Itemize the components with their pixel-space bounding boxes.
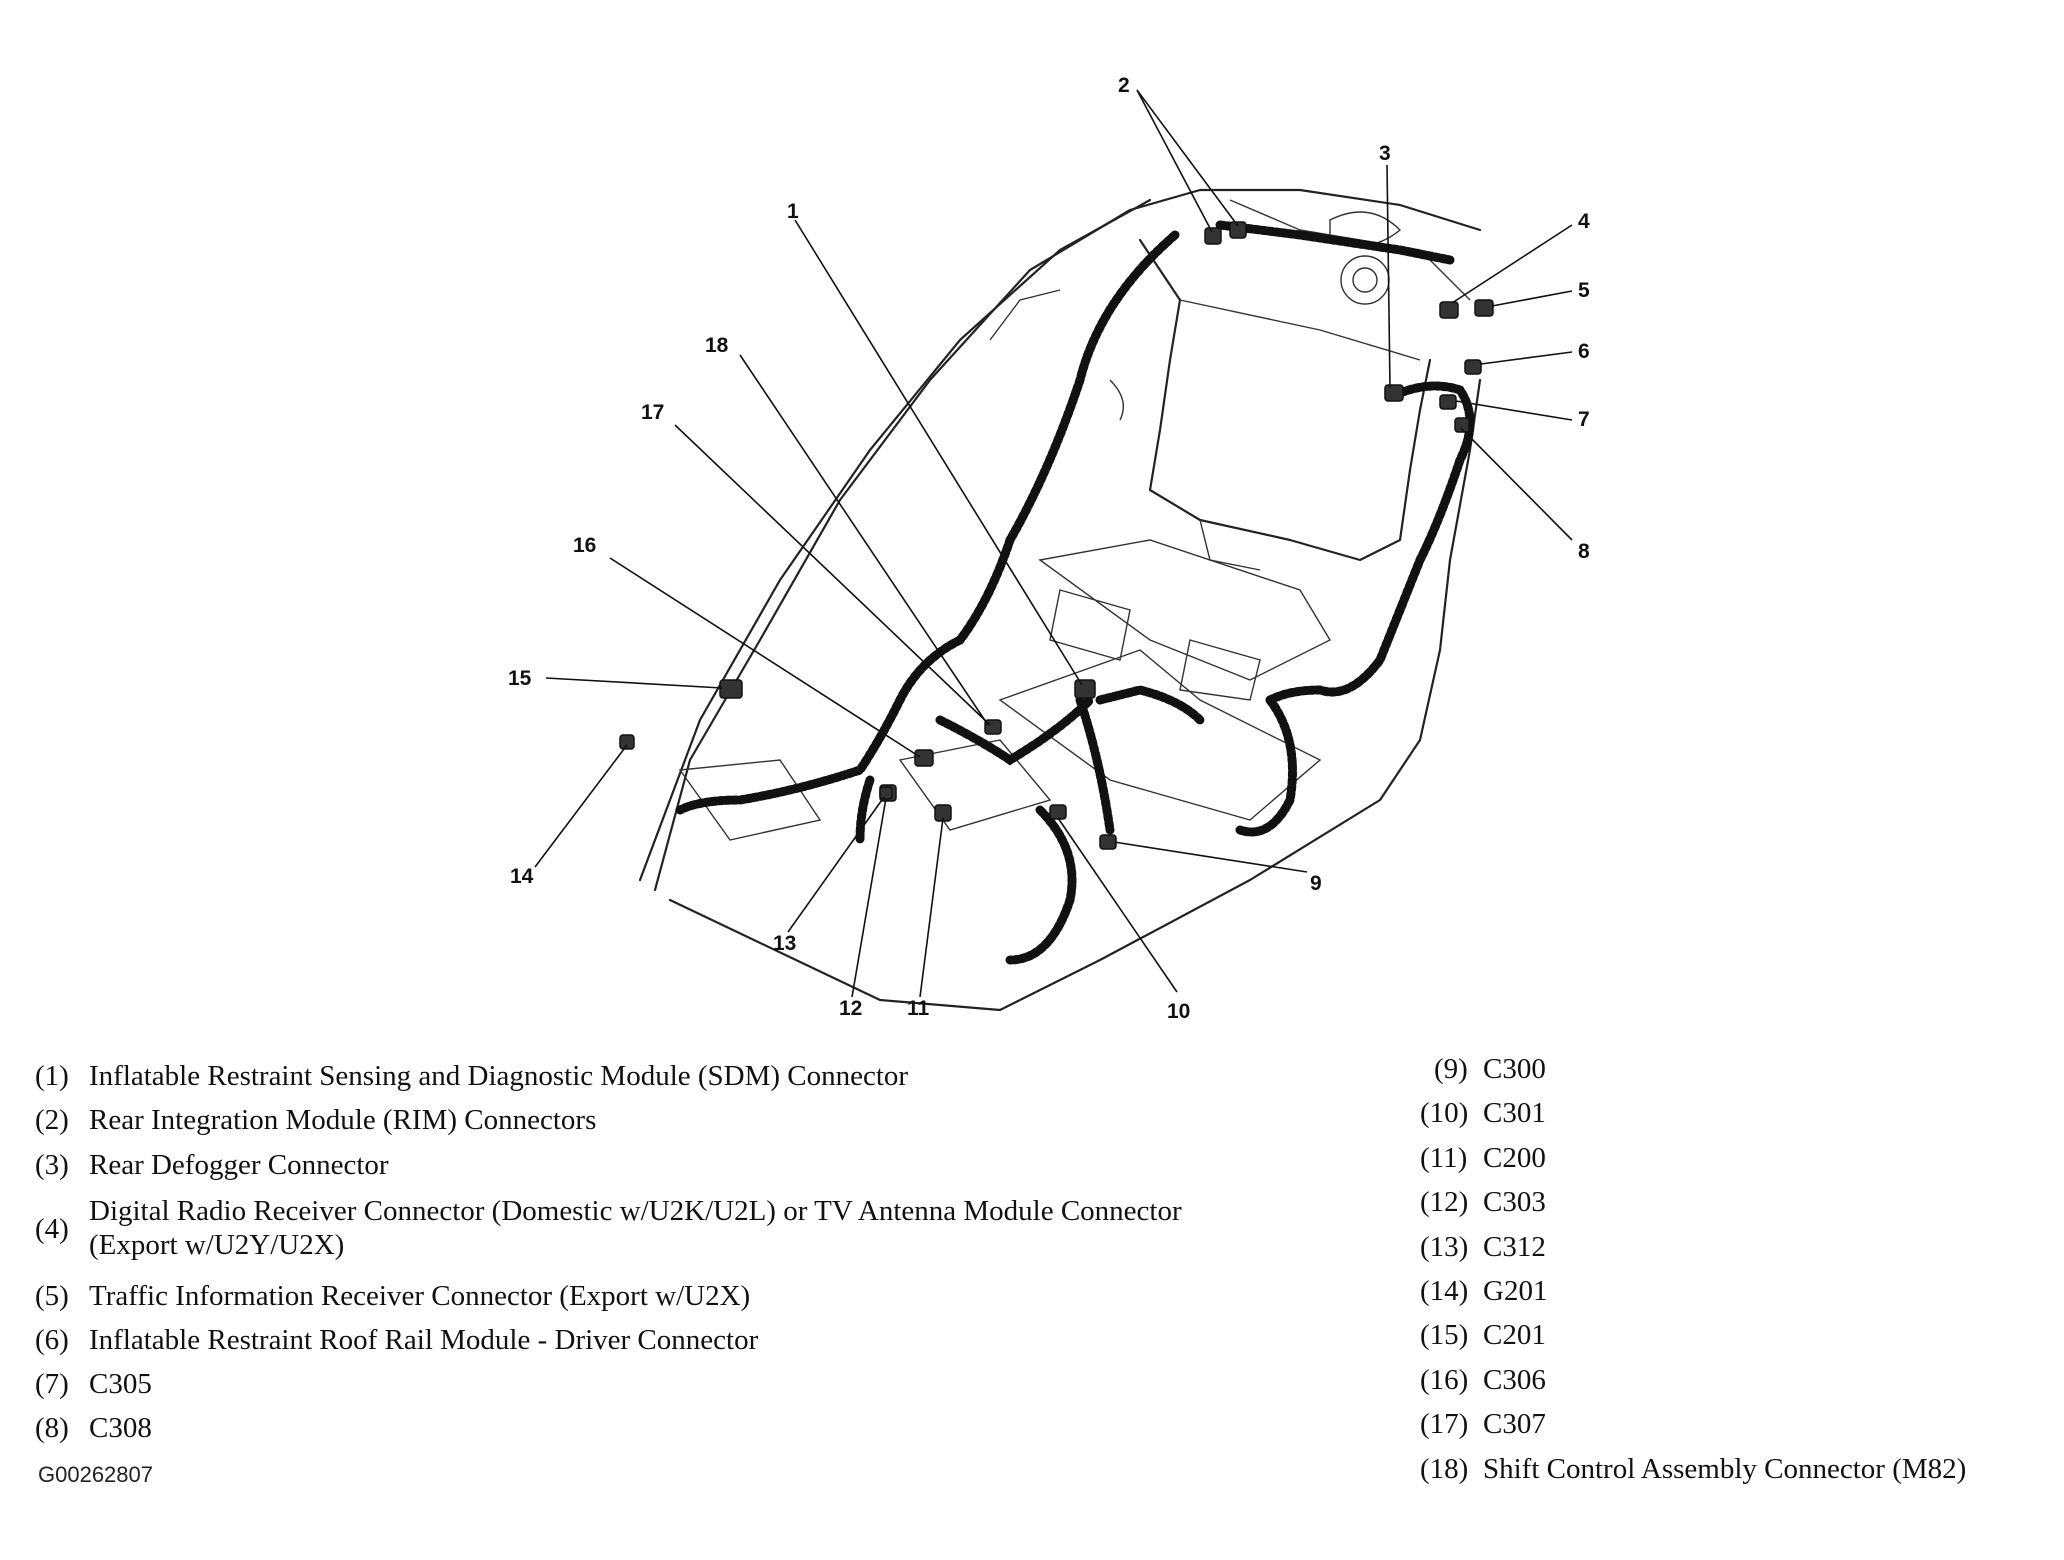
callout-numbers: 1 2 3 4 5 6 7 8 9 10 11 12 13 14 15 16 1… — [508, 74, 1590, 1020]
connector-16 — [914, 749, 934, 767]
callout-7: 7 — [1578, 408, 1590, 431]
callout-16: 16 — [573, 534, 596, 557]
leader-lines — [534, 89, 1573, 998]
connector-10 — [1049, 804, 1067, 820]
vehicle-body-outline — [638, 188, 1482, 1012]
legend-left: (1) Inflatable Restraint Sensing and Dia… — [35, 1060, 1182, 1444]
leader-5 — [1491, 290, 1573, 307]
callout-8: 8 — [1578, 540, 1590, 563]
callout-18: 18 — [705, 334, 729, 357]
connector-13 — [879, 786, 893, 800]
connector-15 — [719, 679, 743, 699]
callout-6: 6 — [1578, 340, 1590, 363]
leader-10 — [1057, 817, 1178, 993]
callout-10: 10 — [1167, 1000, 1190, 1020]
leader-14 — [534, 744, 628, 868]
leader-15 — [545, 677, 723, 689]
callout-13: 13 — [773, 932, 796, 955]
callout-9: 9 — [1310, 872, 1322, 895]
connector-5 — [1474, 299, 1494, 317]
leader-3 — [1386, 164, 1391, 389]
leader-13 — [787, 796, 885, 933]
leader-2a — [1136, 89, 1213, 233]
connector-3 — [1384, 384, 1404, 402]
connector-4 — [1439, 301, 1459, 319]
leader-16 — [609, 557, 921, 758]
connector-8 — [1454, 417, 1470, 433]
leader-4 — [1451, 224, 1573, 304]
leader-9 — [1113, 841, 1308, 873]
connector-7 — [1439, 394, 1457, 410]
legend-right: (9) C300 (10) C301 (11) C200 (12) C303 (… — [1420, 1053, 1967, 1485]
connector-6 — [1464, 359, 1482, 375]
callout-4: 4 — [1578, 210, 1590, 233]
leader-2b — [1136, 89, 1239, 227]
connector-9 — [1099, 834, 1117, 850]
connector-2b — [1229, 221, 1247, 239]
callout-1: 1 — [787, 200, 799, 223]
figure-id: G00262807 — [38, 1462, 153, 1487]
callout-17: 17 — [641, 401, 664, 424]
leader-12 — [851, 797, 887, 998]
leader-1 — [794, 219, 1083, 686]
callout-5: 5 — [1578, 279, 1590, 302]
connector-14 — [619, 734, 635, 750]
leader-8 — [1460, 427, 1573, 541]
connectors — [619, 221, 1494, 850]
wiring-harness — [675, 220, 1475, 965]
callout-3: 3 — [1379, 142, 1391, 165]
connector-2a — [1204, 227, 1222, 245]
callout-14: 14 — [510, 865, 534, 888]
callout-12: 12 — [839, 997, 862, 1020]
callout-15: 15 — [508, 667, 532, 690]
harness-diagram: 1 2 3 4 5 6 7 8 9 10 11 12 13 14 15 16 1… — [508, 74, 1590, 1020]
leader-7 — [1455, 400, 1573, 421]
leader-17 — [674, 424, 991, 726]
leader-11 — [919, 817, 944, 998]
leader-6 — [1480, 351, 1573, 365]
callout-11: 11 — [907, 997, 930, 1020]
leader-18 — [739, 354, 989, 726]
connector-1 — [1074, 679, 1096, 699]
callout-2: 2 — [1118, 74, 1130, 97]
